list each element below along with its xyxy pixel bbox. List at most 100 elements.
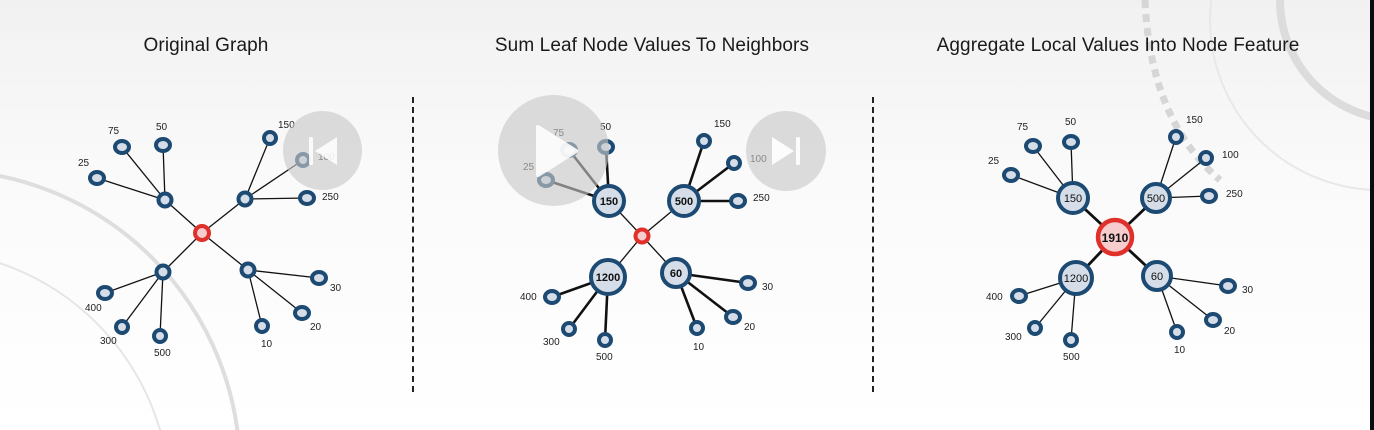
play-button[interactable]	[498, 95, 609, 206]
node-value-label: 250	[1226, 189, 1243, 200]
node-value-label: 400	[520, 292, 537, 303]
node-value-label: 150	[1186, 115, 1203, 126]
dashed-divider-left	[412, 97, 414, 392]
node-value-label: 150	[278, 120, 295, 131]
node-value-label: 1910	[1102, 231, 1129, 245]
center-node-aggregated	[1095, 217, 1135, 257]
graph-node	[592, 184, 626, 218]
dashed-divider-right	[872, 97, 874, 392]
graph-node	[1198, 150, 1214, 166]
node-value-label: 100	[1222, 150, 1239, 161]
node-value-label: 500	[1147, 193, 1165, 205]
node-value-label: 500	[1063, 352, 1080, 363]
graph-node	[1141, 260, 1173, 292]
title-sum-leaf-values: Sum Leaf Node Values To Neighbors	[494, 35, 810, 56]
graph-node	[310, 270, 328, 286]
graph-node	[1204, 312, 1222, 328]
graph-node	[239, 261, 257, 279]
title-original-graph: Original Graph	[143, 35, 269, 56]
leaf-node	[88, 170, 106, 186]
node-value-label: 150	[714, 119, 731, 130]
node-value-label: 50	[600, 122, 612, 133]
graph-node	[589, 258, 627, 296]
node-value-label: 250	[322, 192, 339, 203]
node-value-label: 60	[670, 268, 682, 280]
graph-node	[114, 319, 130, 335]
node-value-label: 20	[1224, 326, 1236, 337]
graph-node	[1058, 260, 1094, 296]
previous-button[interactable]	[283, 111, 362, 190]
node-value-label: 10	[693, 342, 705, 353]
graph-node	[1200, 188, 1218, 204]
node-value-label: 75	[108, 126, 120, 137]
window-edge	[1370, 0, 1374, 430]
graph-node	[1169, 324, 1185, 340]
graph-node	[689, 320, 705, 336]
graph-node	[667, 184, 701, 218]
node-value-label: 75	[1017, 122, 1029, 133]
graph-node	[1010, 288, 1028, 304]
graph-node	[597, 332, 613, 348]
node-value-label: 30	[762, 282, 774, 293]
graph-node	[156, 191, 174, 209]
node-value-label: 10	[1174, 345, 1186, 356]
node-value-label: 500	[154, 348, 171, 359]
node-value-label: 50	[156, 122, 168, 133]
node-value-label: 300	[543, 337, 560, 348]
graph-node	[1168, 129, 1184, 145]
graph-node	[739, 275, 757, 291]
graph-node	[154, 263, 172, 281]
graph-node	[561, 321, 577, 337]
node-value-label: 20	[310, 322, 322, 333]
graph-node	[254, 318, 270, 334]
node-value-label: 20	[744, 322, 756, 333]
graph-node	[1140, 182, 1172, 214]
node-value-label: 25	[988, 156, 1000, 167]
node-value-label: 1200	[1064, 273, 1088, 285]
graph-node	[113, 139, 131, 155]
node-value-label: 25	[78, 158, 90, 169]
graph-node	[1056, 181, 1090, 215]
graph-node	[1027, 320, 1043, 336]
graph-node	[660, 257, 692, 289]
node-value-label: 500	[675, 196, 693, 208]
graph-node	[152, 328, 168, 344]
node-value-label: 10	[261, 339, 273, 350]
graph-node	[298, 190, 316, 206]
graph-node	[1219, 278, 1237, 294]
node-value-label: 150	[600, 196, 618, 208]
title-aggregate-values: Aggregate Local Values Into Node Feature	[936, 35, 1300, 56]
graph-node	[154, 137, 172, 153]
node-value-label: 300	[100, 336, 117, 347]
graph-node	[724, 309, 742, 325]
node-value-label: 400	[986, 292, 1003, 303]
graph-node	[1062, 134, 1080, 150]
skip-next-icon	[772, 137, 800, 165]
node-value-label: 400	[85, 303, 102, 314]
graph-node	[262, 130, 278, 146]
graph-node	[633, 227, 651, 245]
node-value-label: 150	[1064, 193, 1082, 205]
node-value-label: 250	[753, 193, 770, 204]
graph-node	[543, 289, 561, 305]
skip-previous-icon	[308, 136, 337, 165]
graph-node	[1002, 167, 1020, 183]
graph-node	[236, 190, 254, 208]
center-node	[193, 224, 211, 242]
graph-node	[729, 193, 747, 209]
node-value-label: 500	[596, 352, 613, 363]
node-value-label: 300	[1005, 332, 1022, 343]
graph-node	[726, 155, 742, 171]
node-value-label: 30	[330, 283, 342, 294]
node-value-label: 1200	[596, 272, 620, 284]
node-value-label: 50	[1065, 117, 1077, 128]
play-icon	[535, 124, 578, 177]
graph-node	[696, 133, 712, 149]
node-value-label: 30	[1242, 285, 1254, 296]
next-button[interactable]	[746, 111, 826, 191]
